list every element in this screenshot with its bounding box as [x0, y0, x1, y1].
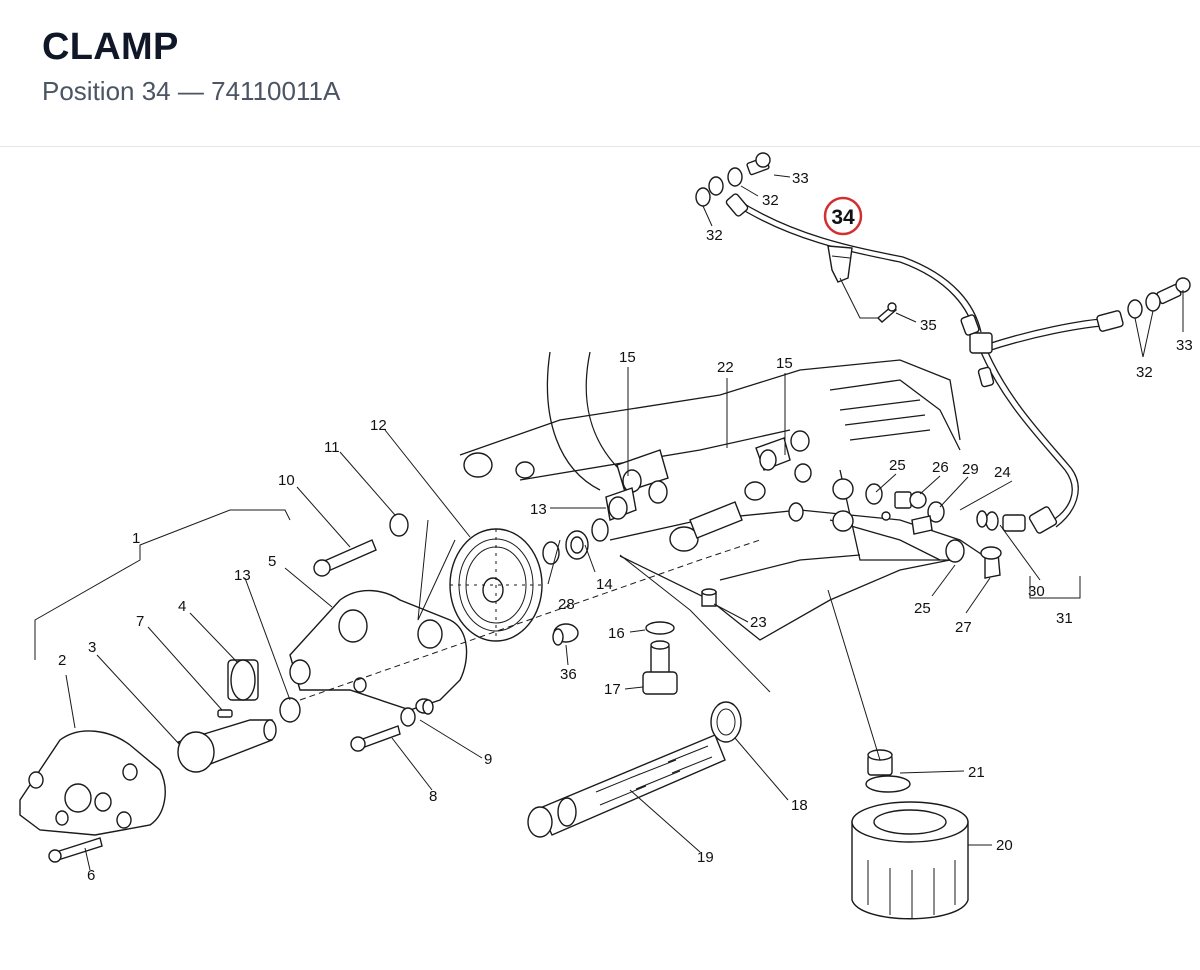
pump-cover-2 — [19, 730, 166, 836]
pressure-switch-fittings — [865, 483, 1002, 579]
callout-29: 29 — [962, 461, 979, 478]
callout-30: 30 — [1028, 583, 1045, 600]
callout-27: 27 — [955, 619, 972, 636]
callout-32: 32 — [706, 227, 723, 244]
position-label: Position 34 — [42, 76, 171, 106]
banjo-bolts-and-washers — [695, 152, 1191, 319]
callout-18: 18 — [791, 797, 808, 814]
callout-24: 24 — [994, 464, 1011, 481]
screw-35-part — [839, 277, 898, 323]
callout-7: 7 — [136, 613, 144, 630]
callout-33: 33 — [1176, 337, 1193, 354]
leader-lines — [65, 174, 1184, 871]
callout-28: 28 — [558, 596, 575, 613]
callout-32: 32 — [762, 192, 779, 209]
callout-33: 33 — [792, 170, 809, 187]
drain-plug-parts — [552, 588, 717, 695]
callout-25: 25 — [889, 457, 906, 474]
callout-32: 32 — [1136, 364, 1153, 381]
callout-19: 19 — [697, 849, 714, 866]
callout-14: 14 — [596, 576, 613, 593]
callout-22: 22 — [717, 359, 734, 376]
callout-21: 21 — [968, 764, 985, 781]
callout-31: 31 — [1056, 610, 1073, 627]
callout-9: 9 — [484, 751, 492, 768]
callout-15: 15 — [776, 355, 793, 372]
callout-12: 12 — [370, 417, 387, 434]
callout-26: 26 — [932, 459, 949, 476]
callout-23: 23 — [750, 614, 767, 631]
callout-10: 10 — [278, 472, 295, 489]
shaft-axis — [299, 539, 761, 701]
callout-36: 36 — [560, 666, 577, 683]
exploded-parts-diagram: 34 33 32 32 32 35 33 32 33 15 22 15 12 1… — [19, 152, 1193, 920]
callout-16: 16 — [608, 625, 625, 642]
bolts-and-washers — [48, 513, 434, 863]
callout-6: 6 — [87, 867, 95, 884]
clamp-part — [827, 245, 853, 283]
callout-25: 25 — [914, 600, 931, 617]
callout-35: 35 — [920, 317, 937, 334]
oil-line-assembly — [725, 193, 1124, 534]
separator: — — [177, 76, 204, 106]
callout-3: 3 — [88, 639, 96, 656]
callout-5: 5 — [268, 553, 276, 570]
callout-1: 1 — [132, 530, 140, 547]
callout-15: 15 — [619, 349, 636, 366]
callout-4: 4 — [178, 598, 186, 615]
pump-body-5 — [289, 589, 468, 714]
page-subtitle: Position 34 — 74110011A — [42, 78, 340, 104]
pump-gears — [176, 659, 301, 773]
callout-13: 13 — [530, 501, 547, 518]
callout-34-highlighted: 34 — [831, 206, 855, 229]
page-header: CLAMP Position 34 — 74110011A — [0, 0, 1200, 147]
callout-labels: 33 32 32 32 35 33 32 33 15 22 15 12 11 1… — [58, 170, 1193, 884]
callout-20: 20 — [996, 837, 1013, 854]
gear-12-part — [449, 528, 543, 642]
oil-strainer — [527, 701, 742, 838]
oil-filter — [827, 589, 969, 920]
part-number: 74110011A — [211, 76, 341, 106]
crankcase-section — [459, 351, 991, 641]
page-title: CLAMP — [42, 26, 179, 68]
callout-17: 17 — [604, 681, 621, 698]
callout-2: 2 — [58, 652, 66, 669]
group-brackets — [34, 509, 1081, 660]
highlight-circle — [823, 196, 863, 236]
callout-8: 8 — [429, 788, 437, 805]
callout-13: 13 — [234, 567, 251, 584]
callout-11: 11 — [324, 439, 340, 456]
